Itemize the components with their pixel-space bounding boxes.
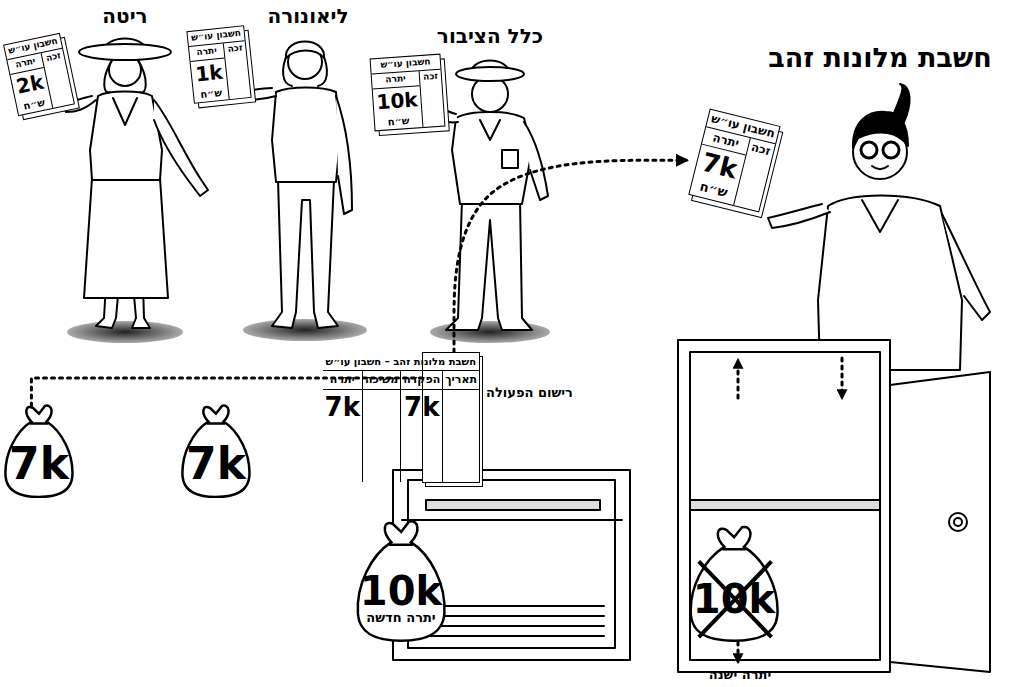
table-cell: תאריך [442, 371, 479, 390]
field-label: יתרה [372, 71, 420, 89]
amount: 2k [10, 68, 49, 101]
ledger-sheet: חשבת מלונות זהב – חשבון עו״שתאריךהפקדהמש… [422, 352, 480, 483]
table-cell [442, 390, 479, 482]
person-name: ריטה [102, 4, 147, 28]
bag-outline [358, 521, 445, 640]
amount: 1k [191, 58, 228, 87]
money-bag: 7k [1, 400, 77, 498]
bag-outline [182, 406, 249, 497]
field-label: ש״ח [375, 112, 423, 130]
table-cell: 7k [323, 390, 362, 482]
money-bag: 7k [178, 400, 254, 498]
dotted-arrow [454, 160, 686, 352]
amount: 10k [360, 571, 442, 611]
amount: 7k [186, 442, 246, 486]
table-cell: 7k [400, 390, 442, 482]
person-name: ליאונורה [267, 4, 348, 28]
amount: 7k [9, 442, 69, 486]
money-bag: 10kיתרה חדשה [352, 514, 450, 642]
amount: 10k [373, 86, 422, 115]
table-cell [362, 390, 400, 482]
callout-label: יתרה ישנה [709, 667, 772, 682]
bag-outline [5, 406, 72, 497]
person-name: חשבת מלונות זהב [768, 42, 992, 73]
field-label: זכה [419, 70, 445, 127]
passbook: חשבון עו״שזכהיתרה10kש״ח [370, 54, 446, 132]
bag-outline [691, 527, 778, 641]
amount: 10k [693, 579, 775, 619]
table-cell: הפקדה [400, 371, 442, 390]
table-cell: יתרה [323, 371, 362, 390]
money-bag: 10k [685, 520, 783, 642]
field-label: יתרה [189, 43, 225, 61]
sheet-title: חשבת מלונות זהב – חשבון עו״ש [323, 353, 479, 371]
field-label: זכה [223, 41, 251, 99]
edge-label: רישום הפעולה [484, 384, 575, 401]
table-cell: משיכה [362, 371, 400, 390]
passbook: חשבון עו״שזכהיתרה1kש״ח [186, 25, 251, 103]
passbook: חשבון עו״שזכהיתרה2kש״ח [3, 33, 75, 116]
passbook: חשבון עו״שזכהיתרה7kש״ח [688, 108, 780, 212]
field-label: ש״ח [193, 84, 229, 102]
note: יתרה חדשה [366, 611, 435, 624]
person-name: כלל הציבור [437, 24, 543, 48]
